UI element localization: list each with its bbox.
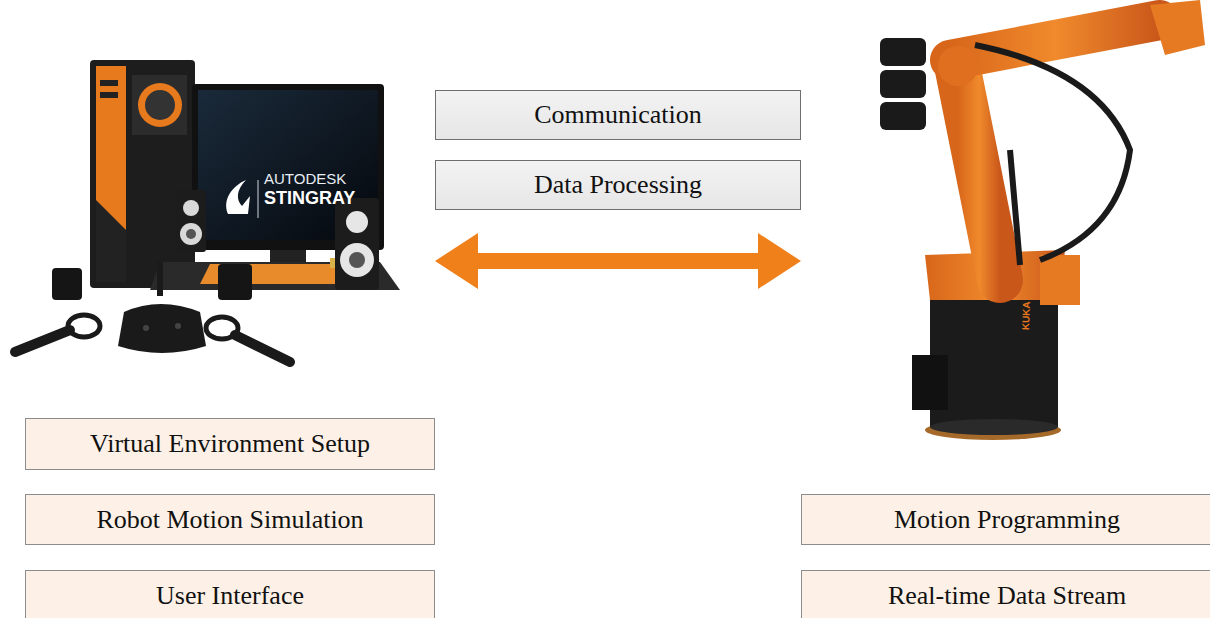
vr-headset xyxy=(118,262,206,353)
process-box: Motion Programming xyxy=(801,494,1210,545)
box-label: Virtual Environment Setup xyxy=(90,429,370,459)
box-label: Motion Programming xyxy=(894,505,1120,535)
double-arrow xyxy=(435,233,801,289)
process-box: Robot Motion Simulation xyxy=(25,494,435,545)
pc-tower xyxy=(90,60,195,288)
base-station xyxy=(52,268,82,300)
box-label: Communication xyxy=(534,100,702,130)
industrial-robot xyxy=(880,0,1205,440)
process-box: Data Processing xyxy=(435,160,801,210)
process-box: User Interface xyxy=(25,570,435,618)
vr-controllers xyxy=(15,315,290,362)
base-station xyxy=(218,264,252,300)
box-label: User Interface xyxy=(156,581,304,611)
process-box: Real-time Data Stream xyxy=(801,570,1210,618)
screen-logo-text: AUTODESK xyxy=(264,170,346,187)
process-box: Communication xyxy=(435,90,801,140)
box-label: Data Processing xyxy=(534,170,702,200)
screen-logo-text: STINGRAY xyxy=(264,188,355,209)
box-label: Real-time Data Stream xyxy=(888,581,1126,611)
robot-brand: KUKA xyxy=(1020,301,1032,330)
process-box: Virtual Environment Setup xyxy=(25,418,435,470)
box-label: Robot Motion Simulation xyxy=(96,505,363,535)
